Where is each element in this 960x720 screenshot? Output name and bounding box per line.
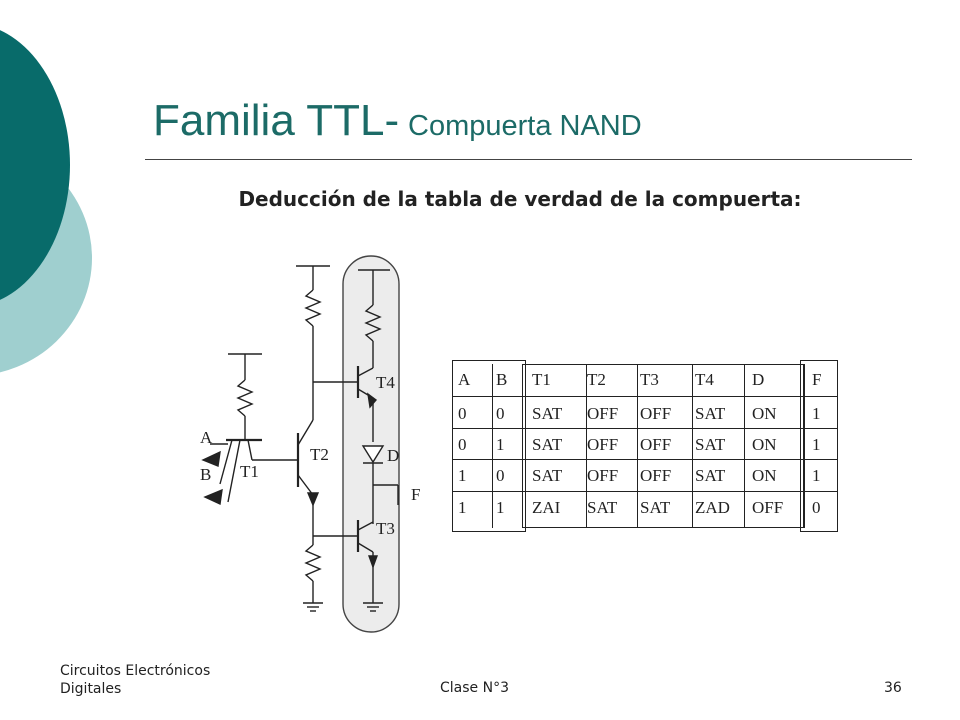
truth-table-states-box bbox=[522, 364, 804, 528]
table-cell: OFF bbox=[587, 466, 619, 485]
table-cell: OFF bbox=[640, 404, 672, 423]
table-cell: ZAI bbox=[532, 498, 561, 517]
table-cell: ON bbox=[752, 435, 777, 454]
label-t2: T2 bbox=[310, 445, 329, 464]
resistor-r3 bbox=[304, 544, 322, 600]
footer-course: Circuitos Electrónicos Digitales bbox=[60, 662, 210, 698]
truth-table-output-box bbox=[800, 360, 838, 532]
table-cell: 1 bbox=[496, 435, 505, 454]
table-cell: SAT bbox=[695, 435, 726, 454]
table-header-cell: T3 bbox=[640, 370, 659, 389]
footer-class: Clase N°3 bbox=[440, 680, 509, 696]
transistor-t1 bbox=[201, 438, 262, 506]
transistor-t4 bbox=[356, 366, 378, 442]
table-grid-hline bbox=[452, 396, 838, 397]
table-cell: 1 bbox=[812, 404, 821, 423]
title-sub: Compuerta NAND bbox=[408, 110, 642, 142]
table-cell: OFF bbox=[640, 435, 672, 454]
table-cell: ZAD bbox=[695, 498, 730, 517]
ttl-nand-circuit-diagram: A B T1 T2 T3 T4 D F bbox=[200, 255, 420, 633]
table-grid-vline bbox=[744, 364, 745, 528]
table-grid-vline bbox=[804, 364, 805, 528]
table-grid-hline bbox=[452, 459, 838, 460]
table-grid-vline bbox=[692, 364, 693, 528]
table-cell: OFF bbox=[587, 435, 619, 454]
transistor-t2 bbox=[296, 419, 320, 545]
table-cell: SAT bbox=[532, 435, 563, 454]
table-cell: 1 bbox=[458, 498, 467, 517]
diode-d bbox=[361, 445, 385, 524]
title-divider bbox=[145, 159, 912, 160]
table-cell: OFF bbox=[640, 466, 672, 485]
page-number: 36 bbox=[884, 680, 902, 696]
table-header-cell: T4 bbox=[695, 370, 714, 389]
table-header-cell: T2 bbox=[587, 370, 606, 389]
resistor-r2 bbox=[296, 265, 330, 420]
table-grid-hline bbox=[452, 491, 838, 492]
table-cell: 1 bbox=[496, 498, 505, 517]
table-header-cell: D bbox=[752, 370, 765, 389]
ground-left bbox=[303, 602, 323, 612]
table-cell: SAT bbox=[640, 498, 671, 517]
table-cell: 1 bbox=[458, 466, 467, 485]
table-cell: 0 bbox=[496, 404, 505, 423]
label-t3: T3 bbox=[376, 519, 395, 538]
slide-subtitle: Deducción de la tabla de verdad de la co… bbox=[238, 187, 802, 211]
footer-course-line2: Digitales bbox=[60, 681, 122, 697]
decorative-circles bbox=[0, 30, 92, 373]
table-cell: OFF bbox=[752, 498, 784, 517]
table-cell: ON bbox=[752, 466, 777, 485]
resistor-r4 bbox=[358, 269, 390, 368]
table-cell: 1 bbox=[812, 435, 821, 454]
table-cell: 0 bbox=[496, 466, 505, 485]
resistor-r1 bbox=[228, 353, 262, 440]
table-grid-vline bbox=[637, 364, 638, 528]
table-cell: SAT bbox=[695, 466, 726, 485]
label-b: B bbox=[200, 465, 211, 484]
table-cell: SAT bbox=[587, 498, 618, 517]
label-t1: T1 bbox=[240, 462, 259, 481]
truth-table-inputs-box bbox=[452, 360, 526, 532]
table-cell: 1 bbox=[812, 466, 821, 485]
title-main: Familia TTL- bbox=[153, 96, 400, 145]
footer-course-line1: Circuitos Electrónicos bbox=[60, 663, 211, 679]
table-cell: ON bbox=[752, 404, 777, 423]
label-a: A bbox=[200, 428, 213, 447]
label-f: F bbox=[411, 485, 420, 504]
table-cell: OFF bbox=[587, 404, 619, 423]
table-cell: 0 bbox=[458, 435, 467, 454]
table-cell: 0 bbox=[458, 404, 467, 423]
table-cell: SAT bbox=[532, 466, 563, 485]
table-cell: SAT bbox=[695, 404, 726, 423]
label-d: D bbox=[387, 446, 399, 465]
label-t4: T4 bbox=[376, 373, 395, 392]
table-grid-vline bbox=[586, 364, 587, 528]
table-header-cell: T1 bbox=[532, 370, 551, 389]
table-header-cell: B bbox=[496, 370, 508, 389]
table-header-cell: F bbox=[812, 370, 822, 389]
table-grid-hline bbox=[452, 428, 838, 429]
table-cell: 0 bbox=[812, 498, 821, 517]
table-grid-vline bbox=[492, 364, 493, 528]
table-cell: SAT bbox=[532, 404, 563, 423]
table-header-cell: A bbox=[458, 370, 471, 389]
slide-title: Familia TTL- Compuerta NAND bbox=[153, 96, 642, 146]
